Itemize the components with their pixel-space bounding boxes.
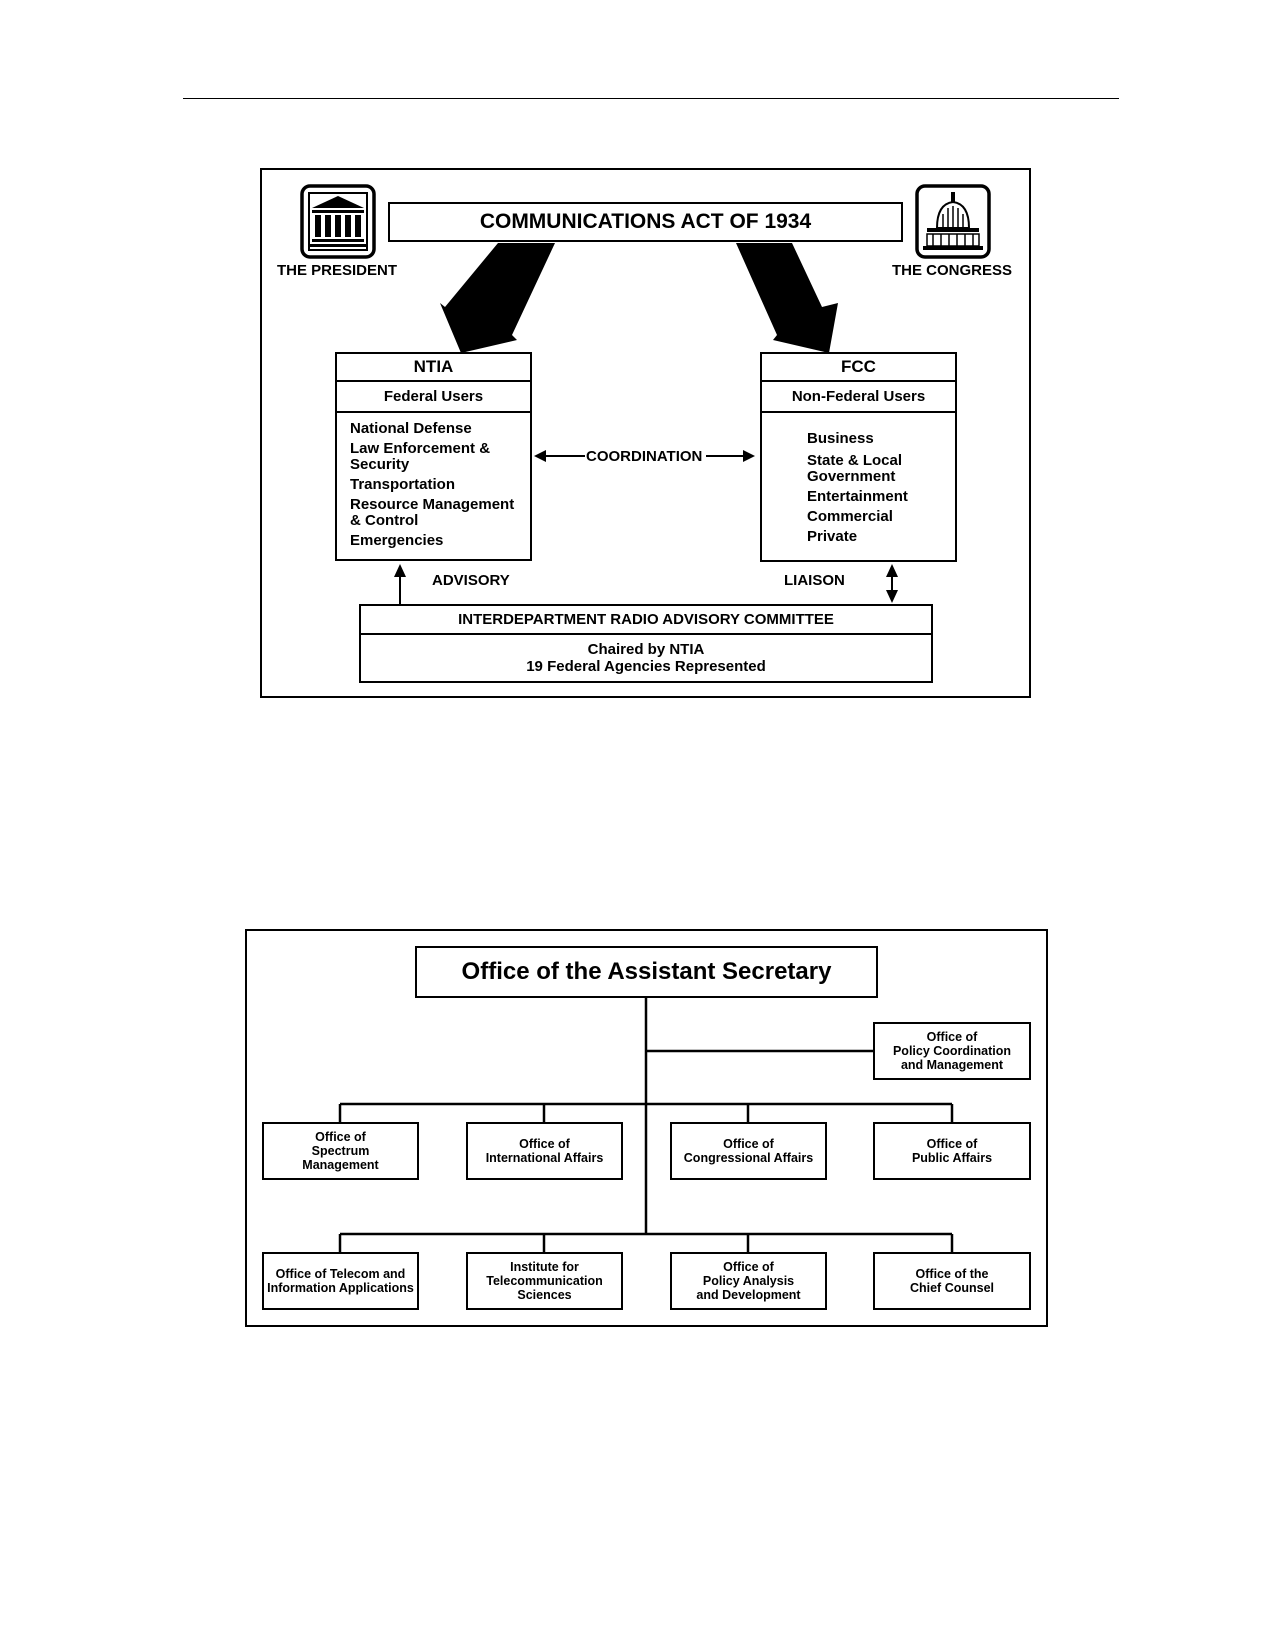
act-title: COMMUNICATIONS ACT OF 1934 (388, 202, 903, 242)
org-telecommunication-sciences: Institute for Telecommunication Sciences (466, 1252, 623, 1310)
fcc-title: FCC (762, 354, 955, 382)
building-icon (300, 184, 376, 259)
org-policy-coordination: Office of Policy Coordination and Manage… (873, 1022, 1031, 1080)
coordination-label: COORDINATION (586, 448, 703, 465)
fcc-items: Business State & Local Government Entert… (762, 413, 955, 545)
irac-box: INTERDEPARTMENT RADIO ADVISORY COMMITTEE… (359, 604, 933, 683)
ntia-title: NTIA (337, 354, 530, 382)
org-policy-analysis: Office of Policy Analysis and Developmen… (670, 1252, 827, 1310)
arrow-to-fcc (736, 243, 838, 353)
ntia-box: NTIA Federal Users National Defense Law … (335, 352, 532, 561)
ntia-item: Emergencies (350, 532, 444, 549)
org-assistant-secretary: Office of the Assistant Secretary (415, 946, 878, 998)
ntia-item: Resource Management & Control (350, 496, 515, 529)
fcc-subtitle: Non-Federal Users (762, 382, 955, 413)
org-congressional-affairs: Office of Congressional Affairs (670, 1122, 827, 1180)
advisory-arrow (394, 564, 406, 605)
ntia-item: National Defense (350, 420, 472, 437)
diagram-org-chart (245, 929, 1048, 1327)
org-telecom-information-applications: Office of Telecom and Information Applic… (262, 1252, 419, 1310)
fcc-item: Private (807, 528, 858, 545)
org-chief-counsel: Office of the Chief Counsel (873, 1252, 1031, 1310)
fcc-item: Commercial (807, 508, 893, 525)
org-public-affairs: Office of Public Affairs (873, 1122, 1031, 1180)
president-label: THE PRESIDENT (277, 262, 398, 279)
capitol-dome-icon (915, 184, 991, 259)
diagram-communications-act (260, 168, 1031, 698)
liaison-arrow (886, 564, 898, 603)
liaison-label: LIAISON (784, 572, 845, 589)
ntia-subtitle: Federal Users (337, 382, 530, 413)
fcc-item: State & Local Government (807, 452, 903, 485)
ntia-item: Transportation (350, 476, 456, 493)
advisory-label: ADVISORY (432, 572, 510, 589)
arrow-to-ntia (440, 243, 555, 353)
org-spectrum-management: Office of Spectrum Management (262, 1122, 419, 1180)
ntia-item: Law Enforcement & Security (350, 440, 491, 473)
ntia-items: National Defense Law Enforcement & Secur… (337, 413, 530, 549)
congress-label: THE CONGRESS (892, 262, 1013, 279)
org-international-affairs: Office of International Affairs (466, 1122, 623, 1180)
fcc-item: Business (807, 430, 874, 447)
header-rule (183, 98, 1119, 99)
coordination-arrow (534, 450, 755, 462)
irac-title: INTERDEPARTMENT RADIO ADVISORY COMMITTEE (361, 606, 931, 635)
fcc-box: FCC Non-Federal Users Business State & L… (760, 352, 957, 562)
fcc-item: Entertainment (807, 488, 908, 505)
irac-agencies: 19 Federal Agencies Represented (526, 658, 766, 675)
irac-chair: Chaired by NTIA (587, 641, 705, 658)
